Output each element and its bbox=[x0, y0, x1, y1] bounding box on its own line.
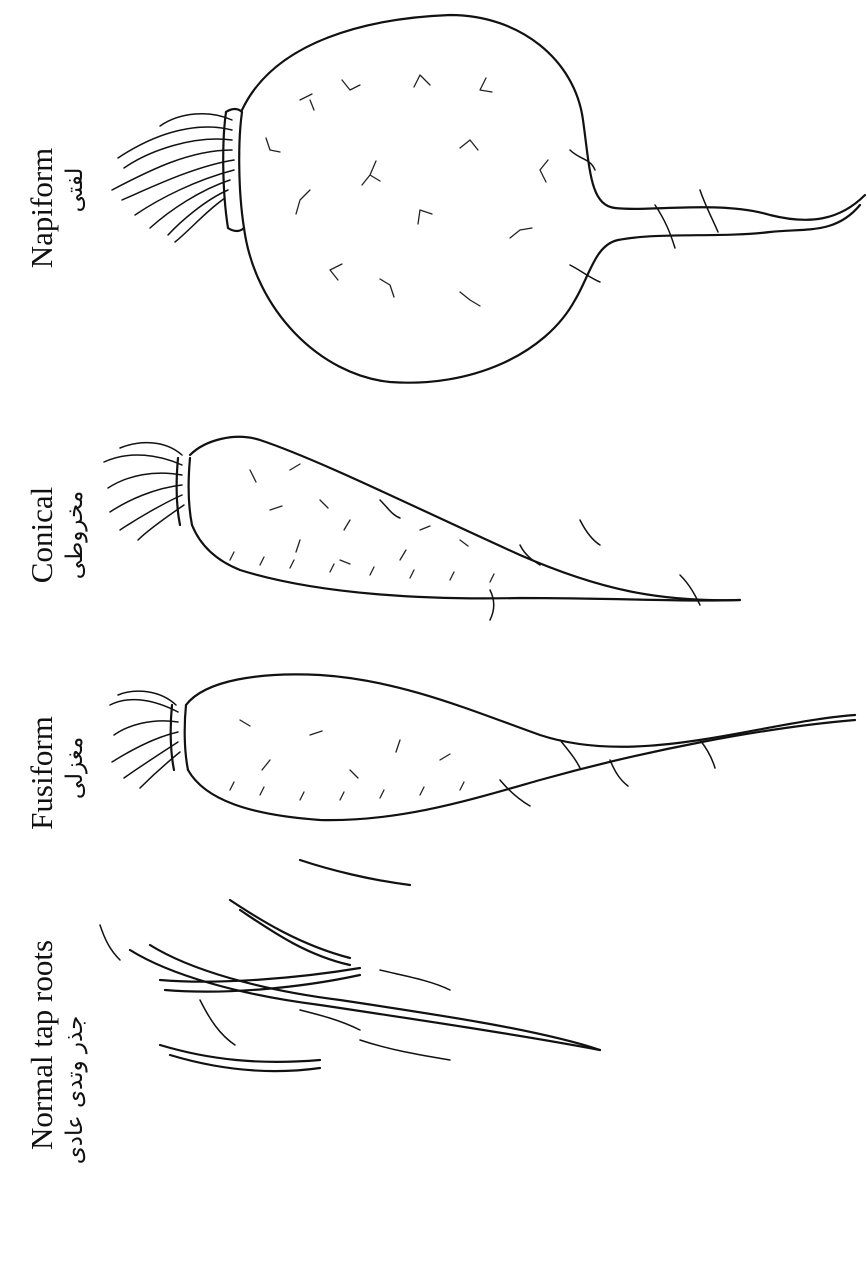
label-normal-en: Normal tap roots bbox=[24, 940, 59, 1150]
normal-tap-roots-drawing bbox=[100, 860, 600, 1071]
label-fusiform: Fusiform مغزلی bbox=[24, 716, 88, 830]
label-napiform-fa: لفتی bbox=[62, 168, 88, 213]
label-normal-fa: جذر وتدی عادی bbox=[62, 1016, 88, 1165]
label-normal-tap-roots: Normal tap roots جذر وتدی عادی bbox=[24, 940, 88, 1164]
fusiform-root-drawing bbox=[110, 674, 855, 820]
label-conical: Conical مخروطی bbox=[24, 487, 88, 583]
label-napiform-en: Napiform bbox=[24, 148, 59, 269]
label-fusiform-fa: مغزلی bbox=[62, 737, 88, 799]
napiform-root-drawing bbox=[112, 15, 865, 383]
conical-root-drawing bbox=[104, 437, 740, 620]
label-conical-fa: مخروطی bbox=[62, 491, 88, 579]
label-napiform: Napiform لفتی bbox=[24, 148, 88, 269]
label-conical-en: Conical bbox=[24, 487, 59, 583]
label-fusiform-en: Fusiform bbox=[24, 716, 59, 830]
